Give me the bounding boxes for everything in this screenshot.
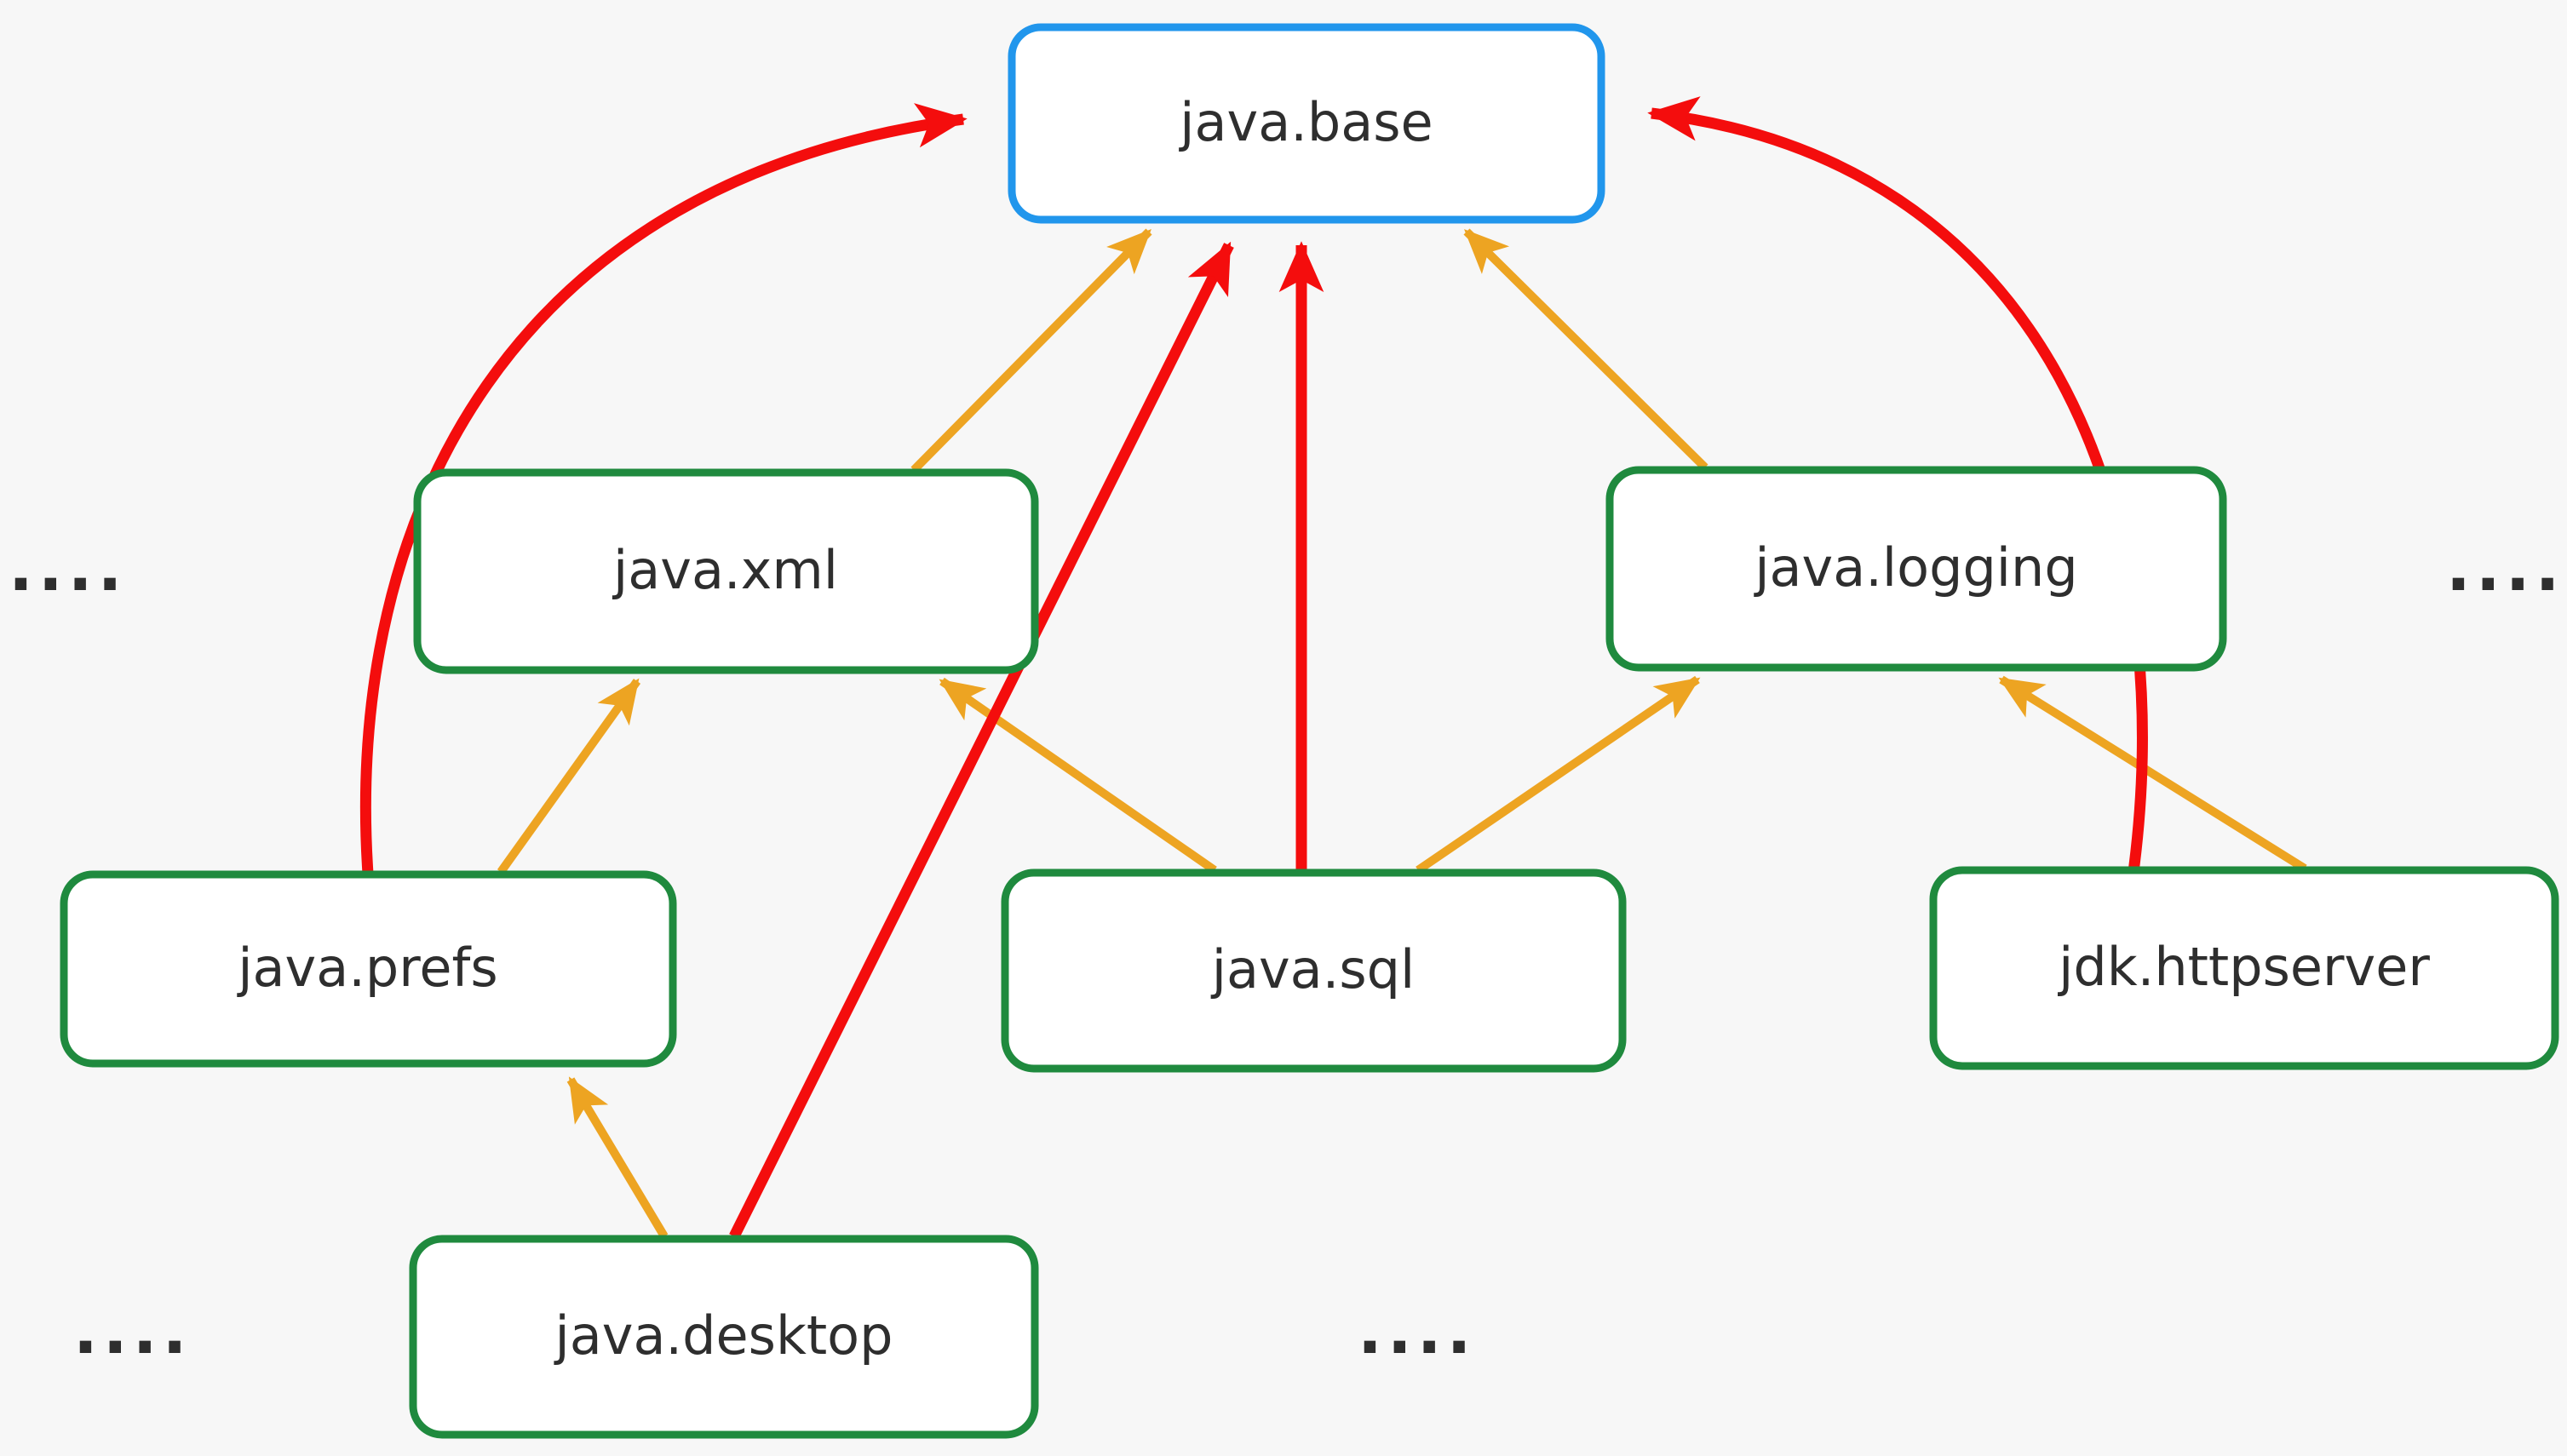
- node-java-base-box[interactable]: [1008, 23, 1605, 224]
- node-java-prefs[interactable]: java.prefs: [60, 870, 677, 1068]
- node-java-sql[interactable]: java.sql: [1001, 868, 1627, 1073]
- edge-java-sql-to-java-logging: [1416, 675, 1701, 874]
- node-java-logging-label: java.logging: [1753, 536, 2077, 599]
- ellipsis-left-bottom: ....: [73, 1293, 192, 1368]
- node-jdk-httpserver-label: jdk.httpserver: [2057, 936, 2430, 998]
- node-java-desktop-label: java.desktop: [554, 1304, 893, 1367]
- node-java-xml-label: java.xml: [612, 539, 838, 601]
- edge-java-desktop-to-java-base: [729, 241, 1234, 1239]
- edge-java-desktop-to-java-prefs: [566, 1076, 669, 1239]
- node-java-logging[interactable]: java.logging: [1605, 466, 2227, 672]
- edge-java-sql-to-java-xml: [939, 677, 1217, 874]
- node-java-prefs-label: java.prefs: [236, 937, 497, 999]
- ellipsis-layer: .... .... .... ....: [9, 530, 2564, 1368]
- edge-java-xml-to-java-base: [910, 228, 1152, 473]
- node-java-prefs-box[interactable]: [60, 870, 677, 1068]
- ellipsis-center-bottom: ....: [1358, 1293, 1476, 1368]
- node-java-sql-label: java.sql: [1210, 938, 1416, 1000]
- node-layer: java.base java.xml java.logging java.pre…: [60, 23, 2559, 1439]
- node-java-base-label: java.base: [1178, 91, 1433, 153]
- node-java-logging-box[interactable]: [1605, 466, 2227, 672]
- ellipsis-right-middle: ....: [2446, 530, 2564, 605]
- node-java-desktop[interactable]: java.desktop: [409, 1235, 1039, 1439]
- edge-jdk-httpserver-to-java-base: [1647, 96, 2148, 873]
- node-java-desktop-box[interactable]: [409, 1235, 1039, 1439]
- node-java-base[interactable]: java.base: [1008, 23, 1605, 224]
- node-java-xml-box[interactable]: [413, 468, 1039, 674]
- edge-java-prefs-to-java-xml: [497, 678, 641, 874]
- node-java-xml[interactable]: java.xml: [413, 468, 1039, 674]
- node-java-sql-box[interactable]: [1001, 868, 1627, 1073]
- edge-java-prefs-to-java-base: [359, 103, 968, 874]
- edge-layer: [359, 96, 2307, 1239]
- ellipsis-left-middle: ....: [9, 530, 127, 605]
- node-jdk-httpserver[interactable]: jdk.httpserver: [1929, 866, 2559, 1070]
- node-jdk-httpserver-box[interactable]: [1929, 866, 2559, 1070]
- edge-java-logging-to-java-base: [1463, 228, 1708, 471]
- edge-jdk-httpserver-to-java-logging: [1998, 675, 2307, 873]
